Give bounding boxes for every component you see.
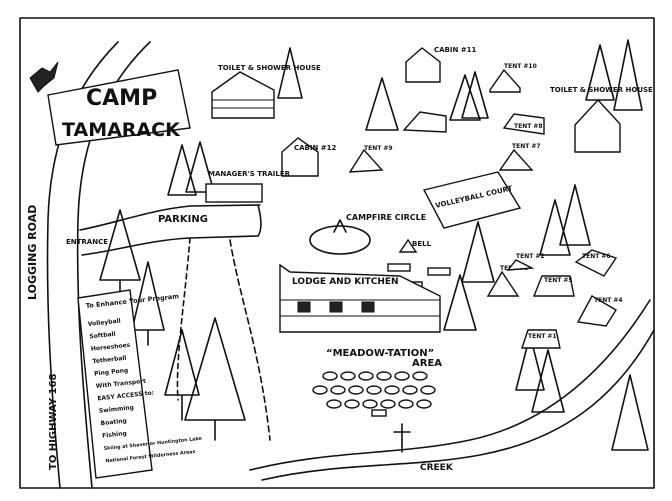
title-line1: CAMP [86, 86, 157, 111]
toilet-shower-left-label: TOILET & SHOWER HOUSE [218, 64, 321, 72]
program-item: Horseshoes [91, 342, 131, 353]
tent-2-label: TENT #2 [516, 253, 545, 260]
tree-icon [184, 317, 246, 441]
campfire-label: CAMPFIRE CIRCLE [346, 213, 426, 222]
tent-8-label: TENT #8 [514, 123, 543, 130]
meadow-label-2: AREA [412, 358, 442, 369]
tree-icon [461, 71, 489, 119]
tent-3 [486, 270, 520, 297]
creek-label: CREEK [420, 463, 454, 473]
tree-icon [443, 274, 477, 331]
map-border [19, 17, 655, 489]
tent-10-label: TENT #10 [504, 63, 537, 70]
cabin-11 [405, 47, 441, 83]
lodge-kitchen [279, 263, 441, 333]
lodge-label: LODGE AND KITCHEN [292, 277, 399, 287]
tent-6 [574, 249, 618, 277]
meadow-seating [312, 371, 436, 417]
program-item: Volleyball [87, 318, 121, 328]
tree-icon [131, 261, 165, 346]
tree-icon [515, 334, 545, 391]
managers-trailer [205, 183, 263, 203]
camp-title-sign: CAMP TAMARACK [47, 69, 191, 146]
tree-icon [559, 184, 591, 246]
program-item: Softball [89, 331, 116, 341]
cabin-11-label: CABIN #11 [434, 46, 477, 54]
tree-icon [531, 349, 565, 413]
tent-4 [576, 295, 617, 327]
program-sign [77, 289, 153, 479]
trees [99, 39, 649, 451]
tent-10 [489, 68, 521, 93]
meadow-label-1: “MEADOW-TATION” [326, 348, 434, 359]
tent-2 [506, 259, 535, 271]
parking-label: PARKING [158, 214, 208, 225]
highway-label: TO HIGHWAY 168 [48, 374, 59, 470]
tree-icon [185, 141, 215, 193]
tent-8 [502, 113, 545, 135]
tree-icon [449, 74, 481, 121]
tent-6-label: TENT #6 [582, 253, 611, 260]
tent-9-label: TENT #9 [364, 145, 393, 152]
tree-icon [539, 199, 571, 256]
tree-icon [167, 144, 197, 196]
tent-5 [532, 275, 575, 297]
bell-label: BELL [412, 240, 432, 248]
tent-unlabeled [402, 111, 447, 133]
creek [249, 299, 655, 481]
entrance-label: ENTRANCE [66, 238, 108, 246]
tree-icon [365, 77, 399, 131]
title-line2: TAMARACK [62, 119, 181, 141]
campfire-circle [309, 219, 371, 255]
tree-icon [461, 221, 495, 283]
tree-icon [277, 47, 303, 99]
program-item: Fishing [102, 430, 127, 440]
cabin-12 [281, 137, 319, 177]
program-item: Boating [100, 417, 127, 427]
tree-icon [613, 39, 643, 111]
tree-icon [164, 329, 200, 421]
tree-icon [585, 44, 615, 101]
program-item: Tetherball [92, 355, 127, 366]
tent-5-label: TENT #5 [544, 277, 573, 284]
tent-7 [498, 148, 534, 171]
tent-1 [521, 329, 561, 349]
toilet-shower-right-label: TOILET & SHOWER HOUSE [550, 86, 653, 94]
tree-icon [611, 374, 649, 451]
road-label: LOGGING ROAD [26, 205, 39, 300]
bell-icon [398, 238, 418, 253]
cabin-12-label: CABIN #12 [294, 144, 337, 152]
volleyball-court [422, 171, 522, 229]
cross-icon [393, 423, 411, 453]
program-item: Ping Pong [94, 367, 129, 378]
program-item: Swimming [99, 404, 135, 415]
toilet-shower-right [574, 98, 621, 153]
tent-4-label: TENT #4 [594, 297, 623, 304]
managers-trailer-label: MANAGER'S TRAILER [208, 170, 291, 178]
toilet-shower-left [211, 71, 275, 119]
tent-7-label: TENT #7 [512, 143, 541, 150]
entrance-drive [79, 204, 271, 441]
bird-icon [29, 61, 59, 93]
tent-9 [348, 148, 384, 173]
tent-1-label: TENT #1 [528, 333, 557, 340]
